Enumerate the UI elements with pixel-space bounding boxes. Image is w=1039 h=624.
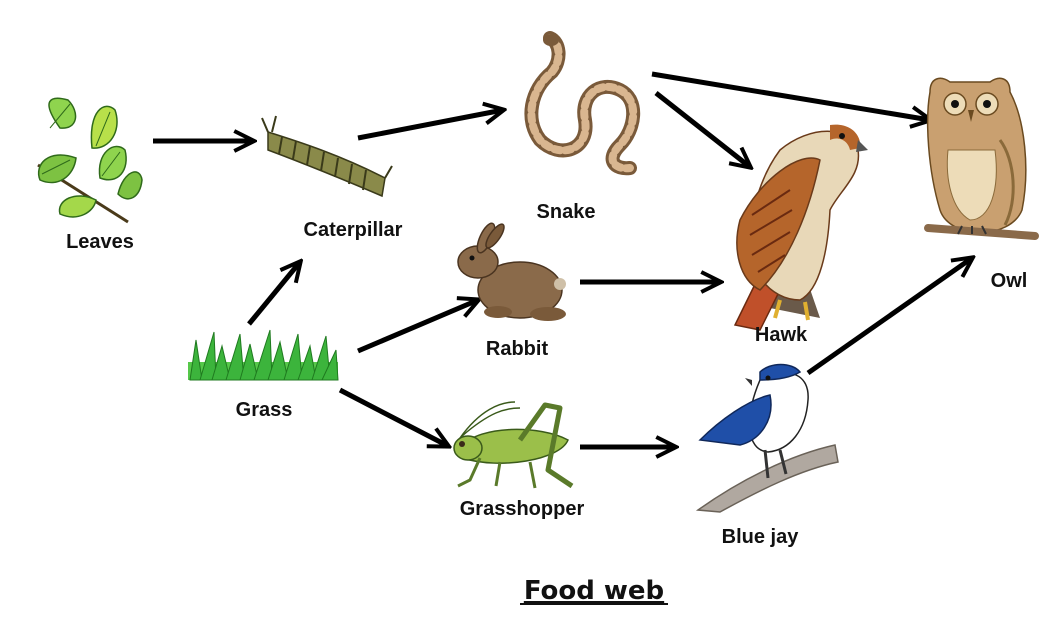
hawk-icon bbox=[735, 125, 868, 330]
leaves-icon bbox=[38, 98, 142, 222]
arrow-caterpillar-to-snake bbox=[358, 110, 503, 138]
grasshopper-icon bbox=[454, 402, 572, 488]
label-grasshopper: Grasshopper bbox=[460, 498, 585, 520]
label-owl: Owl bbox=[991, 270, 1028, 292]
arrow-grass-to-grasshopper bbox=[340, 390, 448, 446]
arrow-grass-to-rabbit bbox=[358, 300, 478, 351]
arrow-snake-to-hawk bbox=[656, 93, 750, 167]
rabbit-icon bbox=[458, 221, 566, 321]
label-snake: Snake bbox=[537, 201, 596, 223]
label-bluejay: Blue jay bbox=[722, 526, 800, 548]
caterpillar-icon bbox=[262, 116, 392, 196]
label-leaves: Leaves bbox=[66, 231, 134, 253]
blue-jay-icon bbox=[698, 365, 838, 513]
arrow-snake-to-owl bbox=[652, 74, 930, 120]
arrow-bluejay-to-owl bbox=[808, 258, 972, 373]
grass-icon bbox=[188, 330, 338, 380]
label-rabbit: Rabbit bbox=[486, 338, 549, 360]
arrow-grass-to-caterpillar bbox=[249, 262, 300, 324]
diagram-title: Food web bbox=[524, 576, 664, 606]
label-hawk: Hawk bbox=[755, 324, 808, 346]
owl-icon bbox=[928, 78, 1035, 236]
snake-icon bbox=[531, 34, 633, 168]
label-caterpillar: Caterpillar bbox=[304, 219, 403, 241]
label-grass: Grass bbox=[236, 399, 293, 421]
